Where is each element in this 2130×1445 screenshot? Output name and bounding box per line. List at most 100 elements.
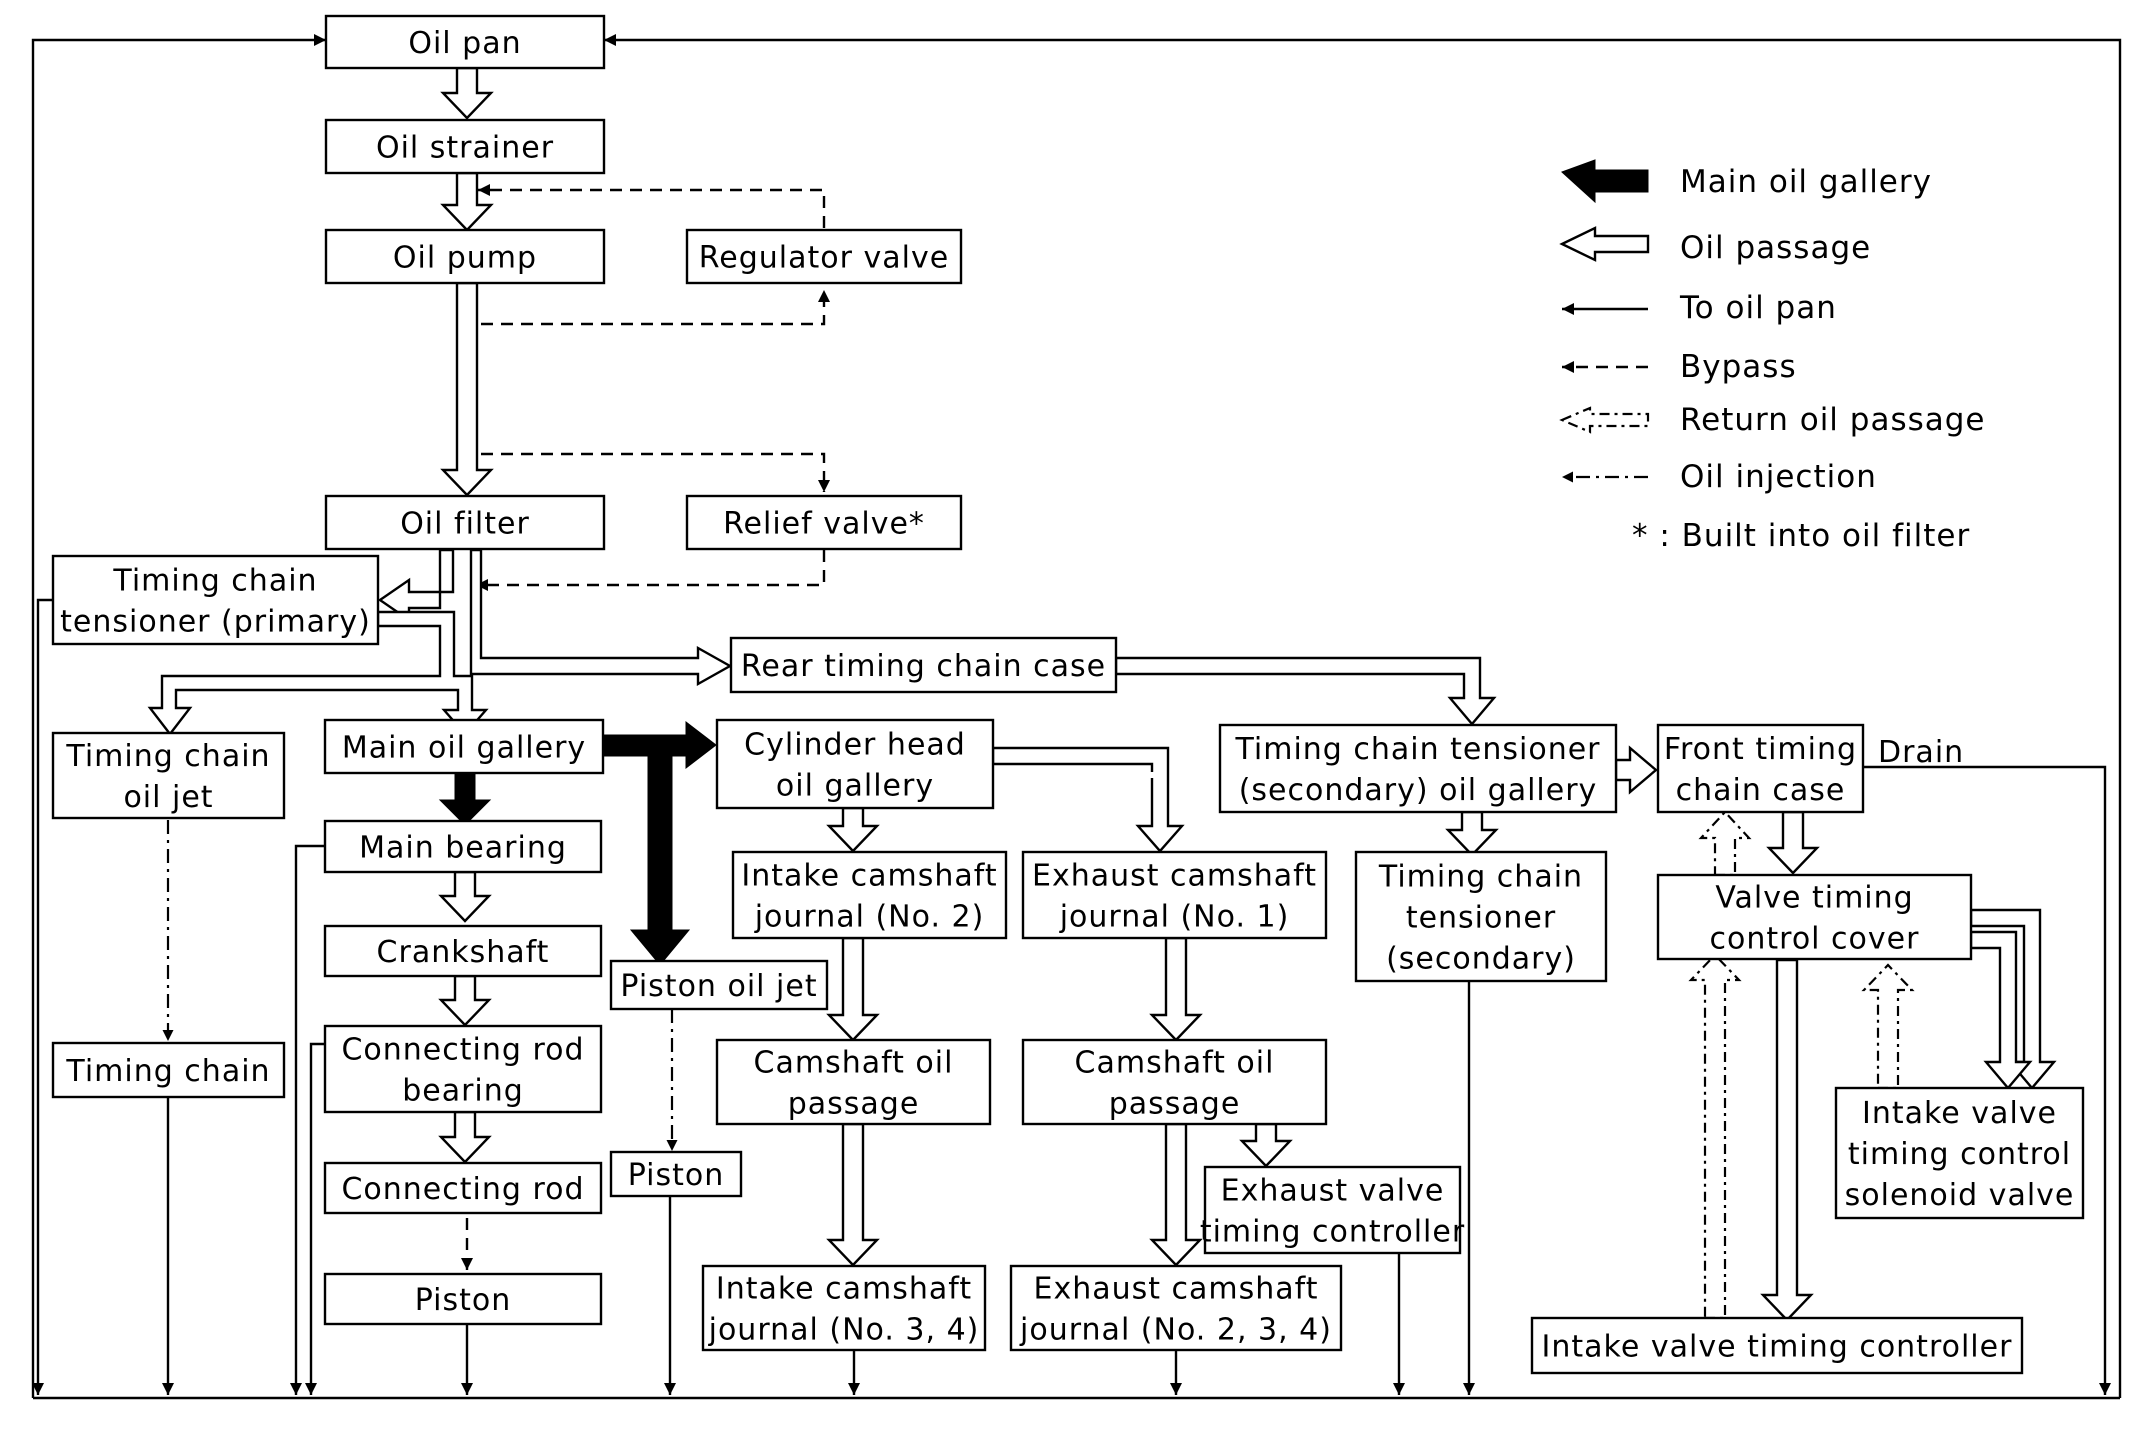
box-oil-pan: Oil pan — [324, 14, 606, 70]
box-label: Main bearing — [359, 831, 567, 866]
box-label: Piston oil jet — [620, 969, 817, 1004]
box-label: Crankshaft — [377, 935, 550, 970]
return-oil-passage-arrows — [1688, 810, 1915, 1320]
box-label: passage — [1109, 1087, 1241, 1122]
box-oil-strainer: Oil strainer — [324, 118, 606, 175]
box-label: (secondary) — [1386, 942, 1576, 977]
box-con-rod: Connecting rod — [323, 1161, 603, 1215]
box-label: solenoid valve — [1845, 1178, 2075, 1213]
box-label: Cylinder head — [744, 728, 966, 763]
box-label: tensioner (primary) — [60, 605, 371, 640]
box-label: Piston — [628, 1158, 725, 1193]
oil-passage-arrows — [147, 66, 2057, 1322]
box-label: bearing — [402, 1074, 524, 1109]
box-main-bearing: Main bearing — [323, 819, 603, 874]
box-label: Piston — [415, 1283, 512, 1318]
box-label: Timing chain — [1378, 860, 1583, 895]
box-con-rod-bearing: Connecting rod bearing — [323, 1024, 603, 1114]
legend-oil-passage-icon — [1559, 226, 1650, 262]
box-tc-oil-jet: Timing chain oil jet — [51, 731, 286, 820]
box-label: control cover — [1710, 922, 1920, 957]
box-intake-solenoid: Intake valve timing control solenoid valve — [1834, 1086, 2085, 1220]
return-to-oil-pan-lines — [31, 34, 2122, 1400]
box-exhaust-j1: Exhaust camshaft journal (No. 1) — [1021, 850, 1328, 940]
box-label: oil gallery — [776, 769, 934, 804]
box-cyl-head: Cylinder head oil gallery — [715, 718, 995, 810]
box-label: Timing chain — [112, 564, 317, 599]
box-intake-vtc: Intake valve timing controller — [1530, 1316, 2024, 1375]
legend-return-icon — [1559, 406, 1650, 434]
box-label: Timing chain — [65, 739, 270, 774]
box-label: passage — [788, 1087, 920, 1122]
legend-injection-label: Oil injection — [1680, 459, 1877, 495]
main-oil-gallery-arrows — [438, 720, 717, 966]
box-label: Valve timing — [1715, 881, 1913, 916]
legend-return-label: Return oil passage — [1680, 402, 1986, 438]
box-label: Main oil gallery — [342, 731, 586, 766]
box-label: Intake camshaft — [716, 1272, 972, 1307]
box-label: journal (No. 3, 4) — [708, 1313, 980, 1348]
box-tct-sec-gallery: Timing chain tensioner (secondary) oil ga… — [1218, 723, 1618, 814]
box-rear-case: Rear timing chain case — [729, 636, 1118, 694]
box-relief-valve: Relief valve* — [685, 494, 963, 551]
box-label: Relief valve* — [723, 507, 925, 542]
box-tct-primary: Timing chain tensioner (primary) — [51, 554, 380, 646]
box-label: Camshaft oil — [1075, 1046, 1275, 1081]
box-label: Intake valve — [1862, 1096, 2057, 1131]
legend-main-gallery-icon — [1561, 159, 1649, 204]
box-front-case: Front timing chain case — [1656, 723, 1865, 814]
box-label: Intake valve timing controller — [1542, 1330, 2013, 1365]
box-label: Exhaust camshaft — [1034, 1272, 1319, 1307]
box-label: Rear timing chain case — [741, 649, 1106, 684]
box-intake-j34: Intake camshaft journal (No. 3, 4) — [701, 1264, 987, 1352]
legend-main-gallery-label: Main oil gallery — [1680, 164, 1932, 200]
box-label: journal (No. 2) — [754, 900, 985, 935]
legend-to-oil-pan-label: To oil pan — [1679, 290, 1837, 326]
box-oil-filter: Oil filter — [324, 494, 606, 551]
box-label: timing control — [1848, 1137, 2071, 1172]
box-label: Oil strainer — [376, 131, 554, 166]
legend-oil-passage-label: Oil passage — [1680, 230, 1871, 266]
box-regulator-valve: Regulator valve — [685, 228, 963, 285]
box-label: Connecting rod — [341, 1172, 584, 1207]
box-label: Intake camshaft — [741, 859, 997, 894]
box-crankshaft: Crankshaft — [323, 924, 603, 978]
box-label: Exhaust camshaft — [1032, 859, 1317, 894]
box-label: Oil pan — [408, 26, 521, 61]
box-label: Oil filter — [400, 507, 530, 542]
box-piston-2: Piston — [323, 1272, 603, 1326]
box-exhaust-vtc: Exhaust valve timing controller — [1200, 1165, 1465, 1255]
box-label: (secondary) oil gallery — [1239, 773, 1598, 808]
box-piston-1: Piston — [609, 1150, 743, 1198]
box-label: Timing chain tensioner — [1234, 732, 1600, 767]
box-oil-pump: Oil pump — [324, 228, 606, 285]
box-cam-passage-ex: Camshaft oil passage — [1021, 1038, 1328, 1126]
box-label: chain case — [1676, 773, 1846, 808]
box-label: Timing chain — [65, 1054, 270, 1089]
legend-bypass-label: Bypass — [1680, 349, 1797, 385]
box-vtc-cover: Valve timing control cover — [1656, 873, 1973, 961]
box-tct-sec: Timing chain tensioner (secondary) — [1354, 850, 1608, 983]
box-label: tensioner — [1406, 901, 1556, 936]
box-piston-jet: Piston oil jet — [609, 959, 829, 1011]
oil-injection-lines — [162, 820, 678, 1151]
box-label: Connecting rod — [341, 1033, 584, 1068]
box-intake-j2: Intake camshaft journal (No. 2) — [731, 850, 1008, 940]
box-label: Regulator valve — [699, 241, 949, 276]
box-label: Oil pump — [393, 241, 537, 276]
box-cam-passage-in: Camshaft oil passage — [715, 1038, 992, 1126]
box-exhaust-j234: Exhaust camshaft journal (No. 2, 3, 4) — [1009, 1264, 1343, 1352]
box-label: journal (No. 1) — [1059, 900, 1290, 935]
box-label: Camshaft oil — [754, 1046, 954, 1081]
box-label: Front timing — [1664, 732, 1857, 767]
legend-note: * : Built into oil filter — [1632, 518, 1970, 554]
box-label: timing controller — [1200, 1215, 1465, 1250]
box-main-gallery: Main oil gallery — [323, 718, 605, 775]
legend: Main oil gallery Oil passage To oil pan … — [1559, 159, 1986, 554]
box-label: journal (No. 2, 3, 4) — [1019, 1313, 1332, 1348]
box-label: Exhaust valve — [1221, 1174, 1445, 1209]
drain-label: Drain — [1878, 735, 1964, 770]
box-label: oil jet — [123, 780, 213, 815]
box-timing-chain: Timing chain — [51, 1041, 286, 1099]
